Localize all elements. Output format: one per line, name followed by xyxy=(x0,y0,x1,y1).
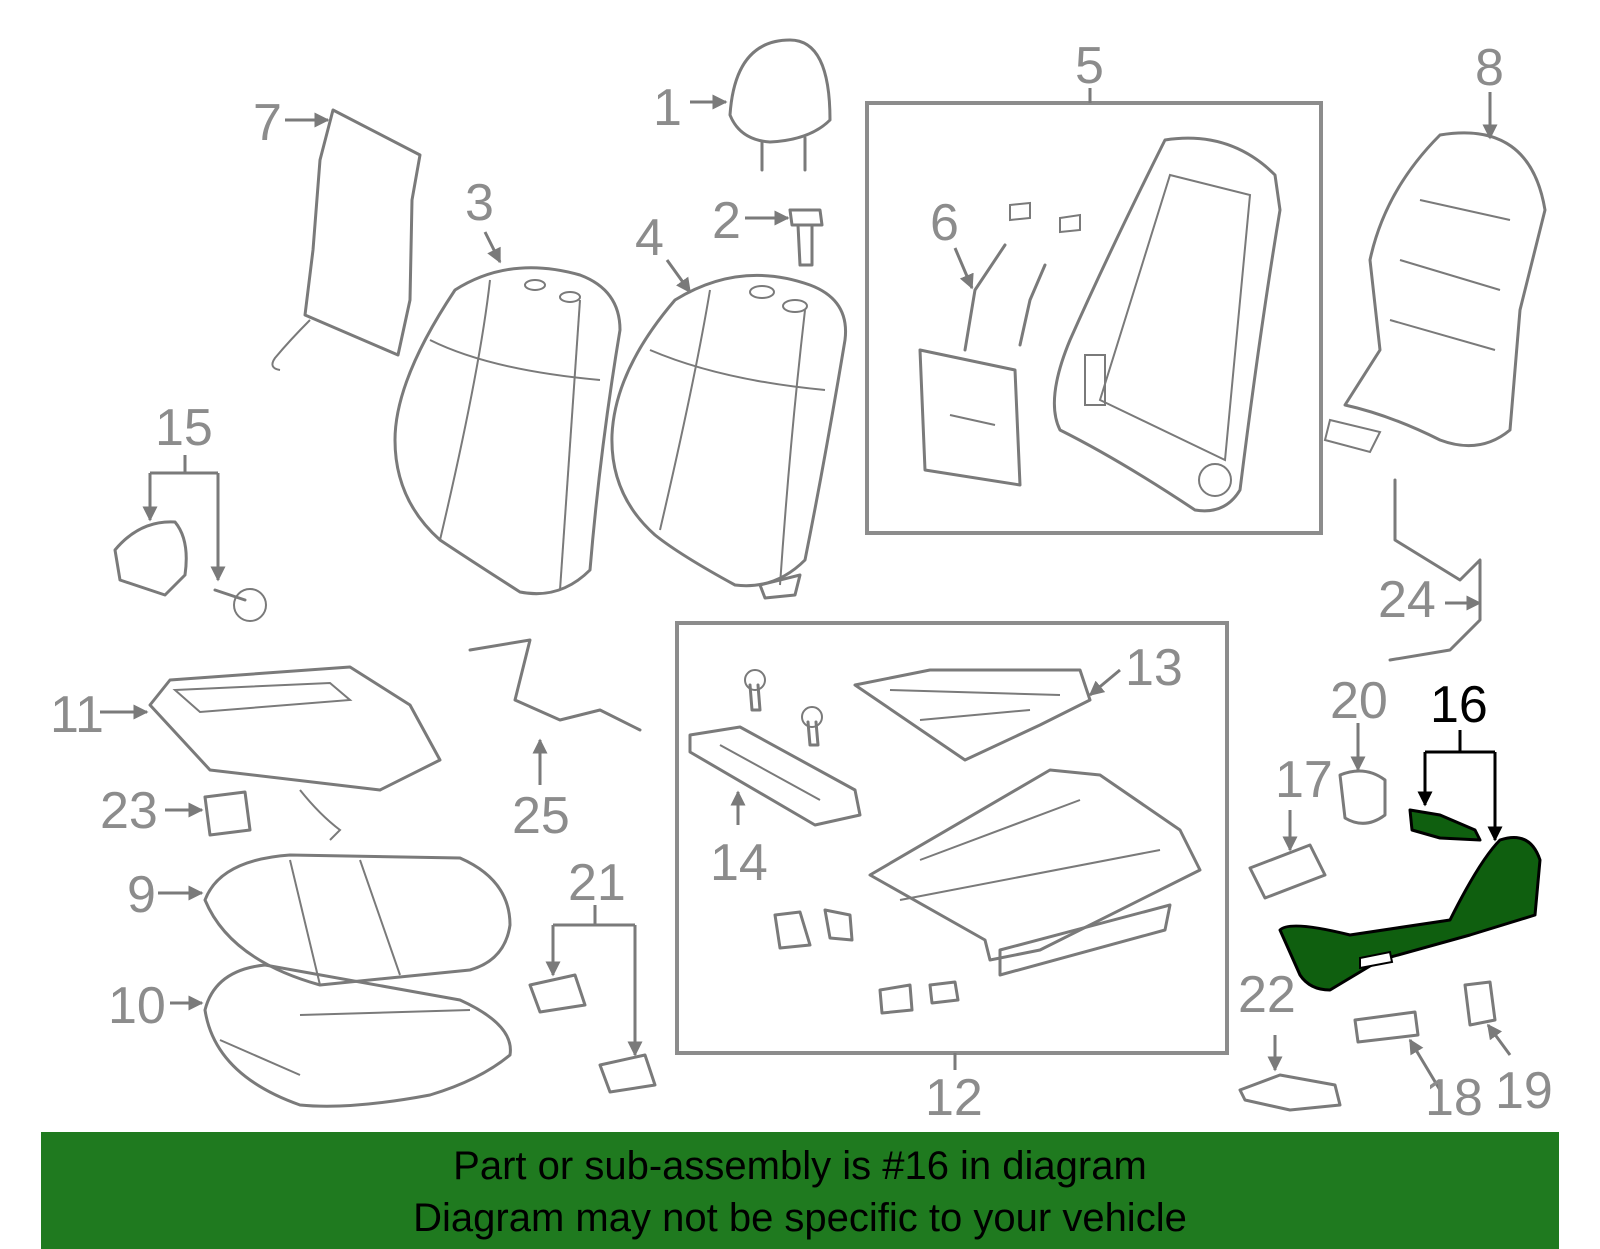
label-12: 12 xyxy=(925,1069,983,1127)
part-7-heater[interactable] xyxy=(271,108,422,371)
part-4-seatback-cover[interactable] xyxy=(610,273,848,600)
banner-line-disclaimer: Diagram may not be specific to your vehi… xyxy=(413,1196,1187,1240)
part-18-knob[interactable] xyxy=(1353,1010,1420,1044)
leader-13 xyxy=(1088,668,1121,697)
label-20: 20 xyxy=(1330,672,1388,730)
parts-diagram: 1 2 3 4 5 6 7 8 9 10 11 12 13 14 15 16 1… xyxy=(50,37,1553,1127)
part-11-cushion-heater[interactable] xyxy=(148,665,442,841)
part-9-cushion-cover[interactable] xyxy=(203,853,512,987)
label-3: 3 xyxy=(465,174,494,232)
label-24: 24 xyxy=(1378,571,1436,629)
part-22-cover[interactable] xyxy=(1238,1073,1342,1112)
label-14: 14 xyxy=(710,834,768,892)
part-6-lumbar[interactable] xyxy=(918,201,1081,487)
label-10: 10 xyxy=(108,977,166,1035)
label-13: 13 xyxy=(1125,639,1183,697)
label-4: 4 xyxy=(635,209,664,267)
label-7: 7 xyxy=(253,94,282,152)
label-18: 18 xyxy=(1425,1069,1483,1127)
part-14-rail-cover[interactable] xyxy=(688,669,862,827)
part-16-seat-shield[interactable] xyxy=(1278,808,1542,992)
part-23-module[interactable] xyxy=(203,790,252,837)
part-21-clips[interactable] xyxy=(528,973,657,1094)
label-6: 6 xyxy=(930,194,959,252)
part-2-support[interactable] xyxy=(788,208,824,267)
leader-4 xyxy=(665,259,692,294)
label-8: 8 xyxy=(1475,39,1504,97)
label-16: 16 xyxy=(1430,676,1488,734)
label-17: 17 xyxy=(1275,751,1333,809)
part-3-seatback-cover[interactable] xyxy=(393,266,622,596)
label-15: 15 xyxy=(155,399,213,457)
part-24-harness[interactable] xyxy=(1388,478,1482,662)
part-17-bracket[interactable] xyxy=(1248,843,1327,900)
label-1: 1 xyxy=(653,79,682,137)
leader-18 xyxy=(1408,1038,1442,1091)
label-9: 9 xyxy=(127,866,156,924)
frame-5 xyxy=(865,101,1323,535)
label-2: 2 xyxy=(712,192,741,250)
part-25-harness[interactable] xyxy=(468,638,642,732)
label-23: 23 xyxy=(100,782,158,840)
part-13-cushion-frame[interactable] xyxy=(853,668,1092,762)
label-22: 22 xyxy=(1238,966,1296,1024)
leader-3 xyxy=(483,231,502,264)
part-10-cushion-pad[interactable] xyxy=(203,963,512,1108)
part-1-headrest[interactable] xyxy=(728,38,832,172)
label-11: 11 xyxy=(50,686,104,744)
label-5: 5 xyxy=(1075,37,1104,95)
label-25: 25 xyxy=(512,787,570,845)
label-19: 19 xyxy=(1495,1062,1553,1120)
part-12-seat-track[interactable] xyxy=(773,768,1202,1015)
leader-19 xyxy=(1486,1023,1512,1056)
part-19-knob[interactable] xyxy=(1463,980,1497,1027)
part-15-trim-screw[interactable] xyxy=(113,520,267,622)
label-21: 21 xyxy=(568,854,626,912)
part-20-switch[interactable] xyxy=(1338,769,1387,825)
info-banner: Part or sub-assembly is #16 in diagram D… xyxy=(41,1132,1559,1249)
frame-12 xyxy=(675,621,1229,1055)
leader-6 xyxy=(953,247,974,290)
part-8-back-board[interactable] xyxy=(1323,131,1547,454)
banner-line-part: Part or sub-assembly is #16 in diagram xyxy=(453,1144,1147,1188)
part-5-seatback-frame[interactable] xyxy=(1052,136,1282,513)
